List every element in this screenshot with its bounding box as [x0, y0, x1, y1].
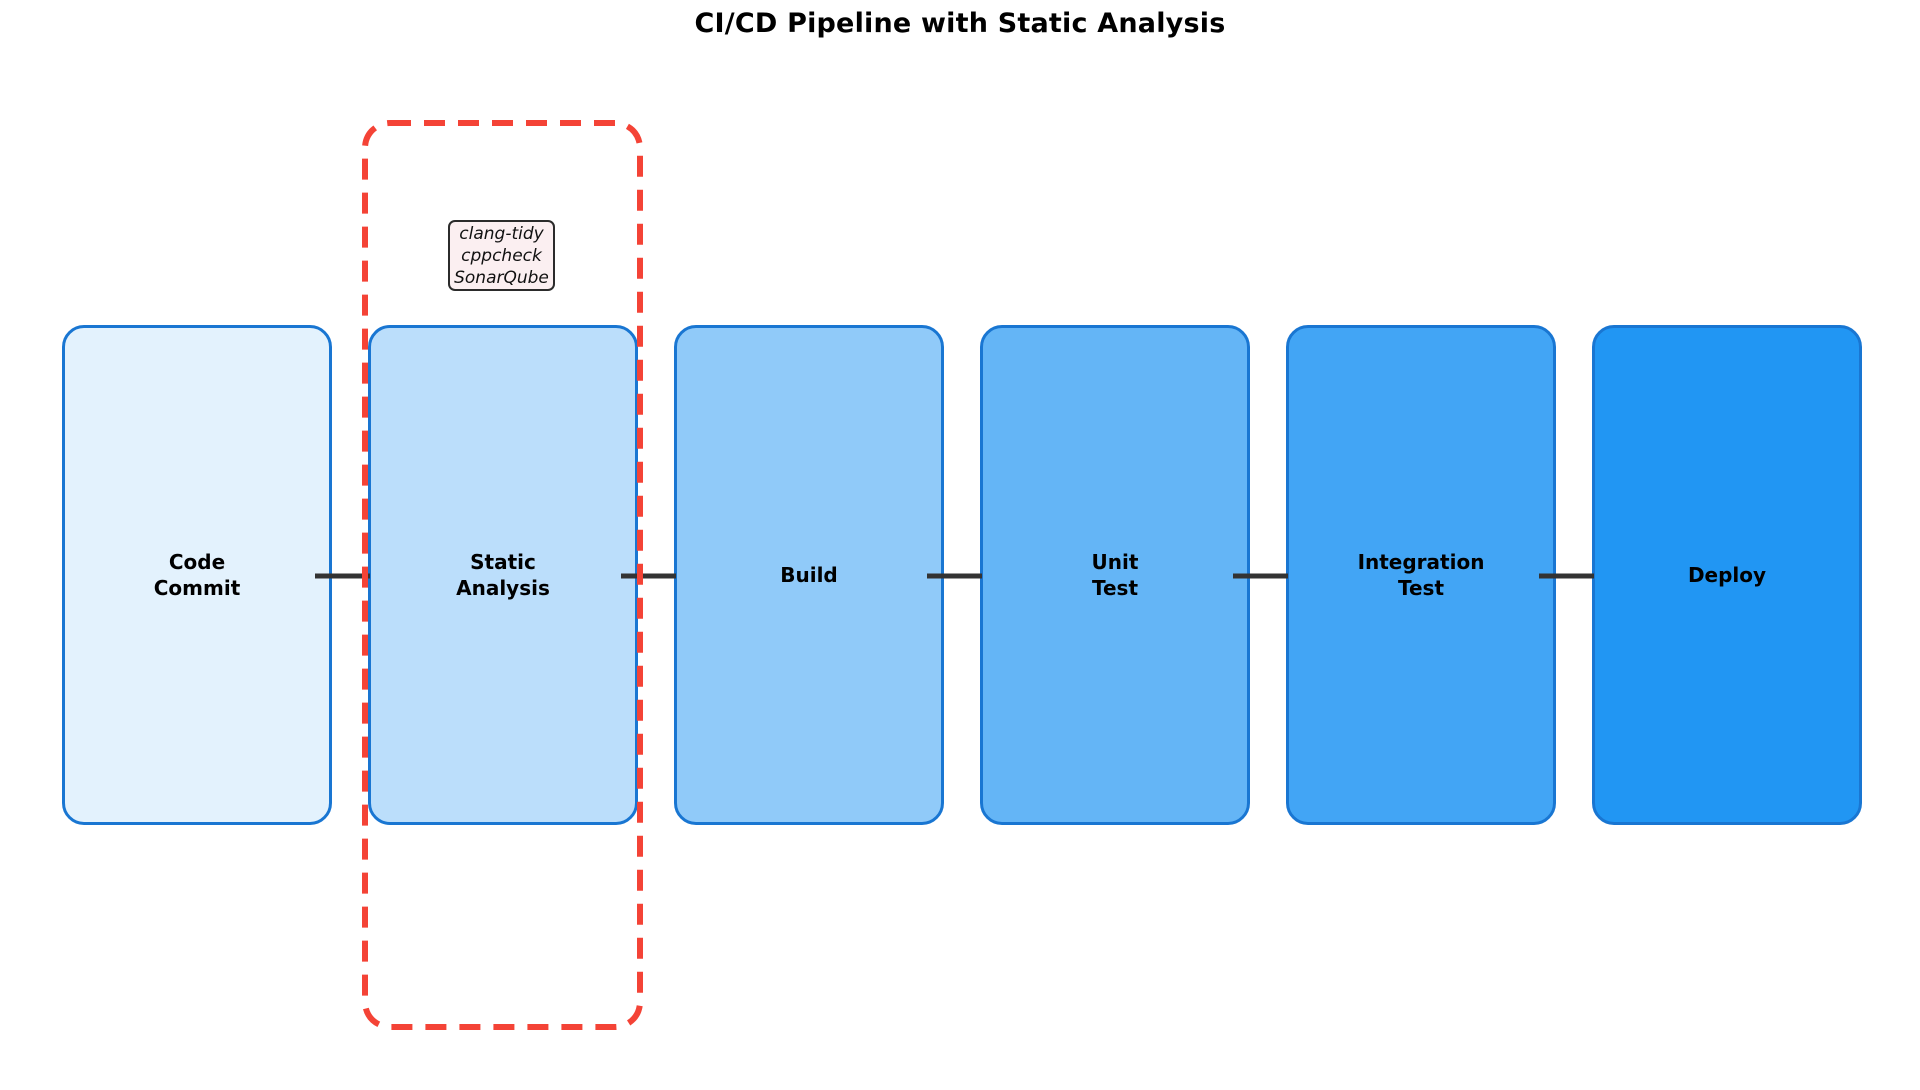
annotation-tool-label: clang-tidy — [459, 223, 544, 244]
stage-label-static-analysis: Static Analysis — [456, 550, 550, 600]
diagram-title: CI/CD Pipeline with Static Analysis — [694, 8, 1226, 39]
annotation-tool-label: SonarQube — [454, 267, 549, 288]
stage-label-unit-test: Unit Test — [1091, 550, 1139, 600]
stage-box-build: Build — [674, 325, 944, 825]
stage-box-unit-test: Unit Test — [980, 325, 1250, 825]
stage-box-code-commit: Code Commit — [62, 325, 332, 825]
stage-label-integration-test: Integration Test — [1357, 550, 1485, 600]
stage-box-static-analysis: Static Analysis — [368, 325, 638, 825]
stage-box-integration-test: Integration Test — [1286, 325, 1556, 825]
stage-label-code-commit: Code Commit — [153, 550, 241, 600]
stage-label-build: Build — [780, 563, 838, 587]
stage-box-deploy: Deploy — [1592, 325, 1862, 825]
stage-label-deploy: Deploy — [1687, 563, 1767, 587]
annotation-tools-box: clang-tidy cppcheck SonarQube — [448, 220, 555, 291]
annotation-tool-label: cppcheck — [461, 245, 542, 266]
